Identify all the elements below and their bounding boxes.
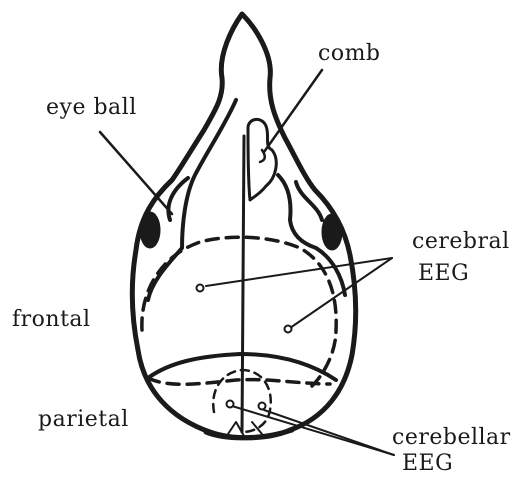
cerebral-eeg-label: EEG [418,262,469,286]
comb-label: comb [318,42,381,66]
right-orbit-curve [296,182,322,220]
midline [242,136,244,432]
parietal-label: parietal [38,408,129,432]
right-eye-ball [322,214,342,250]
cerebral-label: cerebral [412,230,510,254]
left-eye-ball [140,212,160,248]
eye-ball-leader-line [100,132,172,214]
cerebral-electrode-left [197,285,204,292]
cerebellum-base-inner [228,422,262,436]
cerebellar-eeg-label: EEG [402,452,453,476]
cerebellar-label: cerebellar [392,426,511,450]
cerebral-eeg-leader-1 [206,258,392,286]
cerebral-eeg-leader-2 [290,258,392,328]
eye-ball-label: eye ball [46,96,137,120]
cerebellar-electrode-right [259,403,266,410]
frontal-label: frontal [12,308,91,332]
cerebellar-electrode-left [227,401,234,408]
cerebral-electrode-right [285,326,292,333]
cerebrum-dashed-base [148,378,330,384]
cerebellar-eeg-leader-1 [232,406,394,455]
